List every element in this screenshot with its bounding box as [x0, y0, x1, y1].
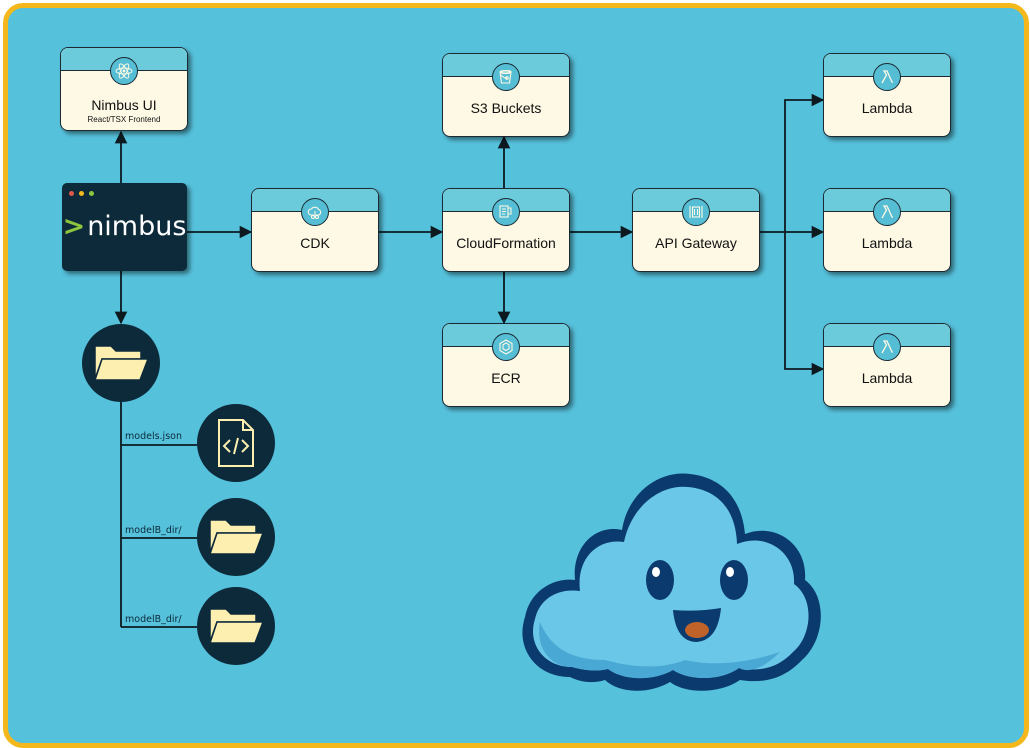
- nimbus-terminal-logo: >nimbus: [62, 183, 187, 271]
- models-json-node: [197, 404, 275, 482]
- node-lambda-1: Lambda: [823, 53, 951, 137]
- ecr-icon: [492, 333, 520, 361]
- modelb-dir-node-2: [197, 587, 275, 665]
- smiling-cloud-mascot: [522, 473, 821, 691]
- api-gateway-icon: [682, 198, 710, 226]
- node-api-gateway: API Gateway: [632, 188, 760, 272]
- lambda-icon: [873, 333, 901, 361]
- node-ecr: ECR: [442, 323, 570, 407]
- file-label-models-json: models.json: [125, 431, 182, 442]
- nimbus-logo-text: nimbus: [87, 211, 187, 242]
- node-label: S3 Buckets: [470, 100, 542, 116]
- folder-icon: [208, 608, 265, 644]
- node-label: API Gateway: [655, 235, 737, 251]
- node-lambda-3: Lambda: [823, 323, 951, 407]
- modelb-dir-node-1: [197, 498, 275, 576]
- node-label: Lambda: [861, 100, 913, 116]
- node-nimbus-ui: Nimbus UI React/TSX Frontend: [60, 47, 188, 131]
- node-label: CloudFormation: [456, 235, 556, 251]
- lambda-icon: [873, 63, 901, 91]
- cloudformation-icon: [492, 198, 520, 226]
- file-label-modelb-dir-1: modelB_dir/: [125, 525, 182, 536]
- node-s3-buckets: S3 Buckets: [442, 53, 570, 137]
- arrow-apigateway-to-lambda-3: [784, 232, 825, 376]
- node-label: CDK: [300, 235, 330, 251]
- lambda-icon: [873, 198, 901, 226]
- arrow-apigateway-to-lambda-1: [784, 93, 825, 232]
- node-label: Nimbus UI: [91, 97, 157, 113]
- node-label: Lambda: [861, 370, 913, 386]
- node-label: ECR: [491, 370, 521, 386]
- folder-icon: [93, 345, 150, 381]
- file-label-modelb-dir-2: modelB_dir/: [125, 614, 182, 625]
- cdk-icon: [301, 198, 329, 226]
- nimbus-logo: >nimbus: [62, 211, 187, 242]
- s3-bucket-icon: [492, 63, 520, 91]
- code-file-icon: [218, 419, 254, 467]
- node-sublabel: React/TSX Frontend: [87, 115, 161, 124]
- window-dot-yellow: [79, 191, 84, 196]
- node-cdk: CDK: [251, 188, 379, 272]
- node-cloudformation: CloudFormation: [442, 188, 570, 272]
- window-dot-red: [69, 191, 74, 196]
- node-lambda-2: Lambda: [823, 188, 951, 272]
- root-folder-node: [82, 324, 160, 402]
- folder-icon: [208, 519, 265, 555]
- window-dot-green: [89, 191, 94, 196]
- node-label: Lambda: [861, 235, 913, 251]
- react-icon: [110, 57, 138, 85]
- nimbus-chevron: >: [62, 211, 86, 242]
